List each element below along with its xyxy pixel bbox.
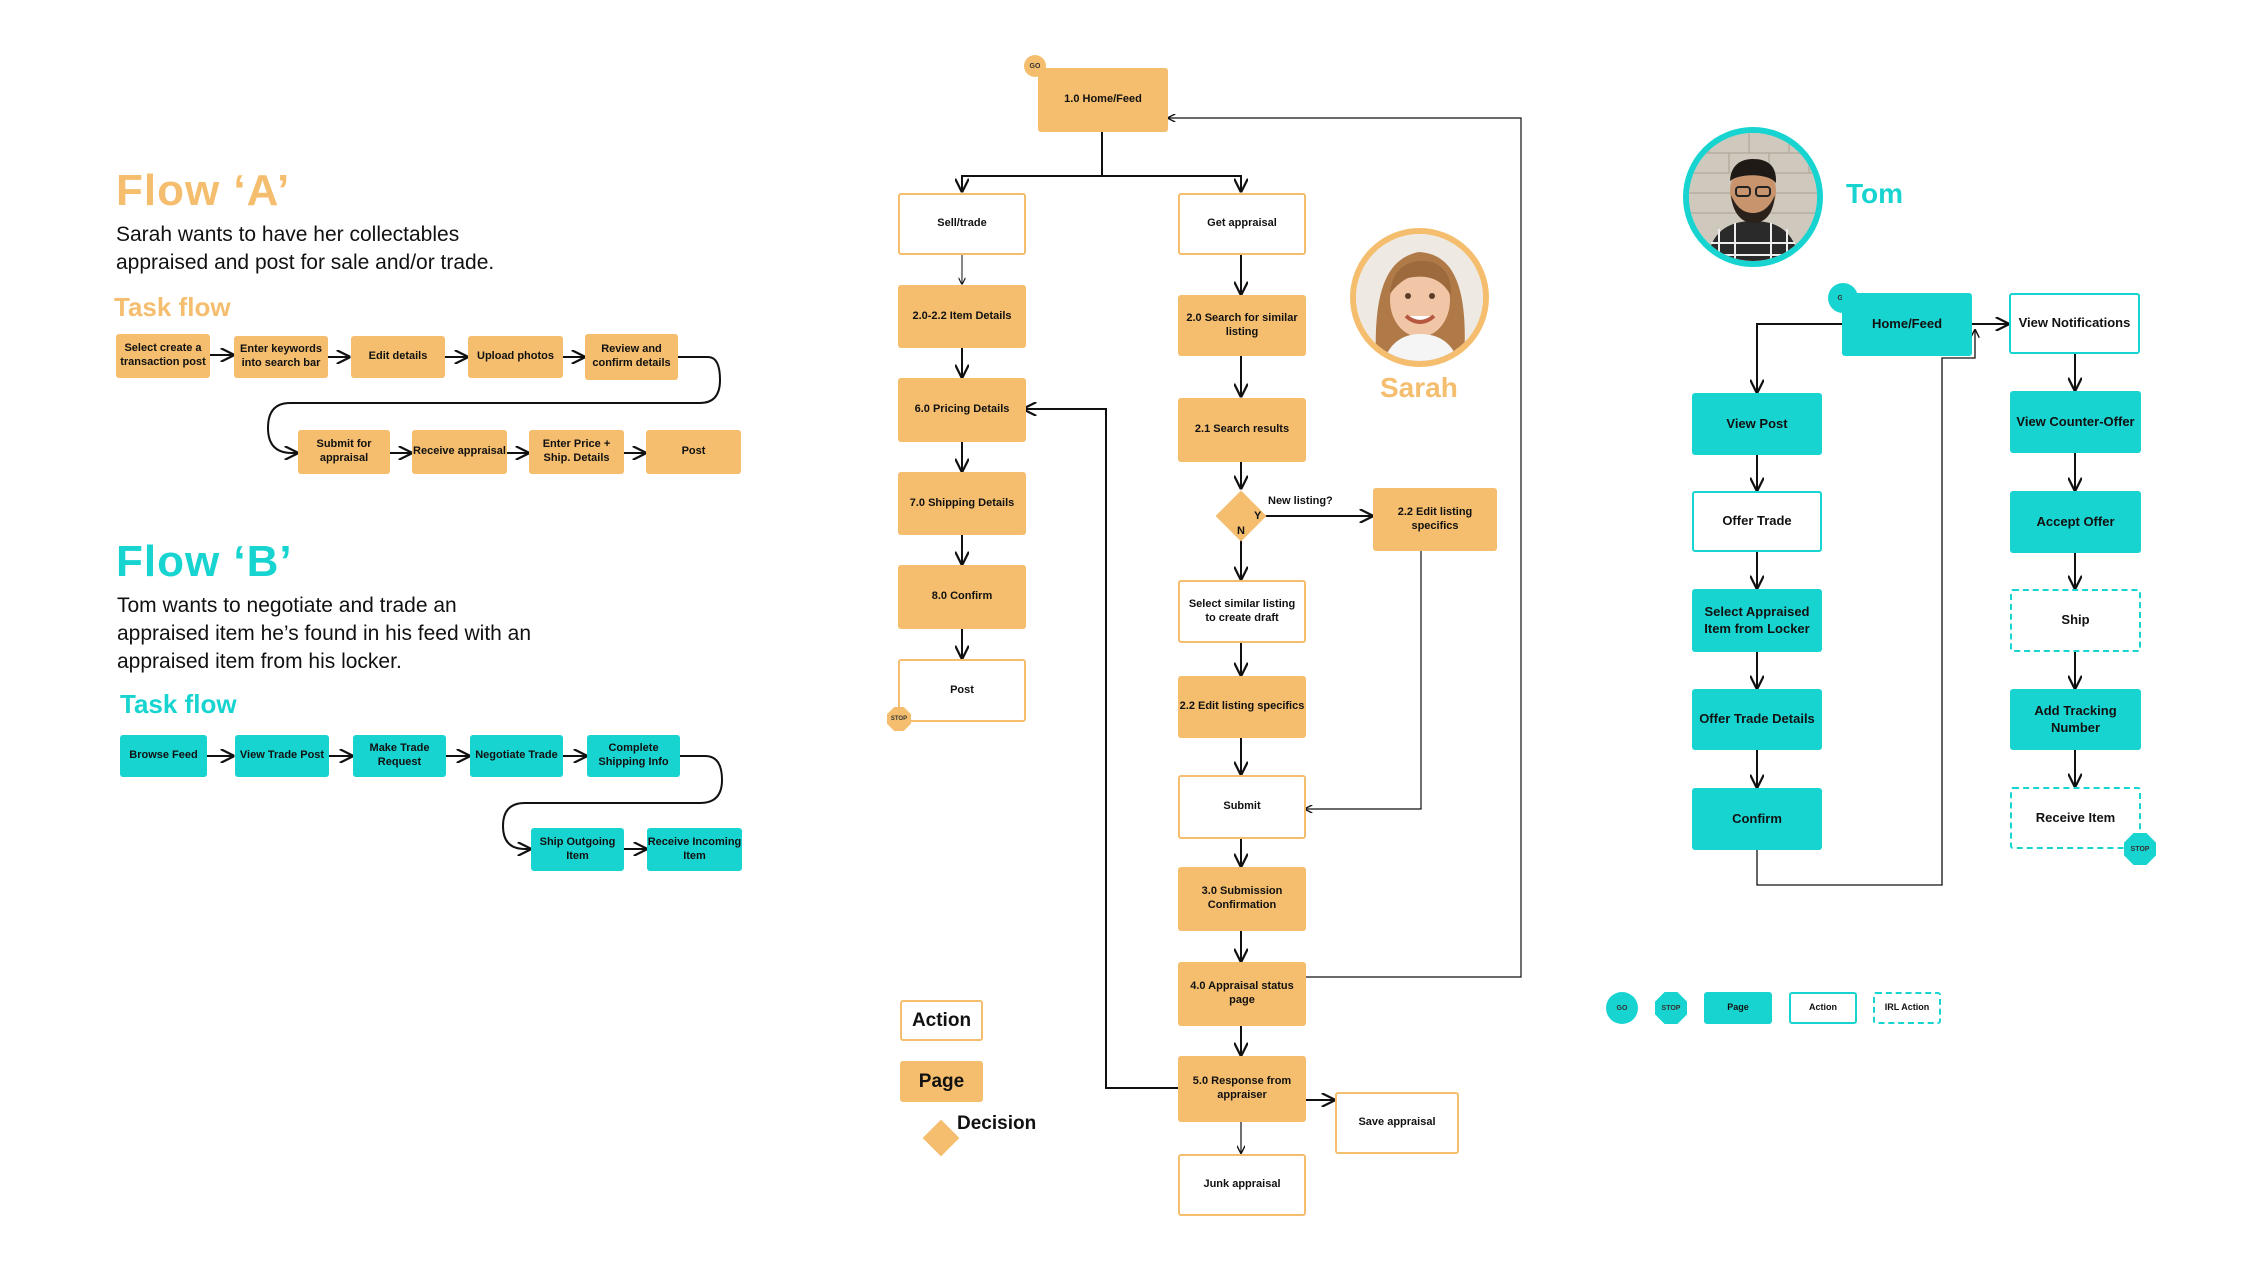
- sarah-search-results[interactable]: 2.1 Search results: [1178, 398, 1306, 462]
- sarah-select-similar[interactable]: Select similar listing to create draft: [1178, 580, 1306, 643]
- sarah-arrows: [962, 118, 1522, 1153]
- legend-decision-label: Decision: [957, 1113, 1037, 1134]
- tom-accept-offer[interactable]: Accept Offer: [2010, 491, 2141, 553]
- flow-a-step-1[interactable]: Select create a transaction post: [116, 334, 210, 378]
- sarah-portrait: [1356, 234, 1483, 361]
- flow-b-step-5[interactable]: Complete Shipping Info: [587, 735, 680, 777]
- sarah-decision-no: N: [1237, 525, 1245, 537]
- tom-receive-item[interactable]: Receive Item: [2010, 787, 2141, 849]
- flow-a-arrows: [210, 355, 722, 453]
- legend-action: Action: [900, 1000, 983, 1041]
- sarah-get-appraisal[interactable]: Get appraisal: [1178, 193, 1306, 255]
- tom-ship[interactable]: Ship: [2010, 589, 2141, 652]
- tom-add-tracking[interactable]: Add Tracking Number: [2010, 689, 2141, 750]
- sarah-post[interactable]: Post: [898, 659, 1026, 722]
- sarah-edit-specifics[interactable]: 2.2 Edit listing specifics: [1178, 676, 1306, 738]
- flow-b-step-6[interactable]: Ship Outgoing Item: [531, 828, 624, 871]
- flow-b-description: Tom wants to negotiate and trade an appr…: [117, 594, 532, 673]
- flow-b-step-7[interactable]: Receive Incoming Item: [647, 828, 742, 871]
- flow-a-step-7[interactable]: Receive appraisal: [412, 430, 507, 474]
- legend-teal-page: Page: [1704, 992, 1772, 1024]
- flow-a-description: Sarah wants to have her collectables app…: [116, 223, 495, 274]
- sarah-home-feed[interactable]: 1.0 Home/Feed: [1038, 68, 1168, 132]
- tom-arrows: [1757, 324, 2075, 886]
- sarah-submission-confirmation[interactable]: 3.0 Submission Confirmation: [1178, 867, 1306, 931]
- tom-view-notifications[interactable]: View Notifications: [2009, 293, 2140, 354]
- sarah-avatar: [1350, 228, 1489, 367]
- sarah-name: Sarah: [1380, 372, 1458, 403]
- tom-view-post[interactable]: View Post: [1692, 393, 1822, 455]
- flow-a-step-5[interactable]: Review and confirm details: [585, 334, 678, 380]
- tom-confirm[interactable]: Confirm: [1692, 788, 1822, 850]
- tom-home-feed[interactable]: Home/Feed: [1842, 293, 1972, 356]
- tom-stop-tag: STOP: [2124, 833, 2156, 865]
- sarah-edit-specifics-right[interactable]: 2.2 Edit listing specifics: [1373, 488, 1497, 551]
- flow-b-step-1[interactable]: Browse Feed: [120, 735, 207, 777]
- sarah-stop-tag: STOP: [887, 707, 911, 731]
- tom-select-appraised[interactable]: Select Appraised Item from Locker: [1692, 589, 1822, 652]
- tom-portrait: [1689, 133, 1817, 261]
- flow-b-taskflow-label: Task flow: [120, 689, 237, 719]
- sarah-submit[interactable]: Submit: [1178, 775, 1306, 839]
- flow-a-step-8[interactable]: Enter Price + Ship. Details: [529, 430, 624, 474]
- legend-go: GO: [1606, 992, 1638, 1024]
- sarah-confirm[interactable]: 8.0 Confirm: [898, 565, 1026, 629]
- legend-stop: STOP: [1655, 992, 1687, 1024]
- flow-a-step-3[interactable]: Edit details: [351, 336, 445, 378]
- legend-page: Page: [900, 1061, 983, 1102]
- sarah-pricing-details[interactable]: 6.0 Pricing Details: [898, 378, 1026, 442]
- sarah-decision-label: New listing?: [1268, 495, 1333, 507]
- flow-b-step-4[interactable]: Negotiate Trade: [470, 735, 563, 777]
- sarah-decision-yes: Y: [1254, 510, 1262, 522]
- sarah-response-appraiser[interactable]: 5.0 Response from appraiser: [1178, 1056, 1306, 1122]
- sarah-junk-appraisal[interactable]: Junk appraisal: [1178, 1154, 1306, 1216]
- flow-b-step-3[interactable]: Make Trade Request: [353, 735, 446, 777]
- flow-b-arrows: [207, 756, 724, 849]
- flow-a-step-4[interactable]: Upload photos: [468, 336, 563, 378]
- tom-offer-trade-details[interactable]: Offer Trade Details: [1692, 689, 1822, 750]
- sarah-item-details[interactable]: 2.0-2.2 Item Details: [898, 285, 1026, 348]
- flow-a-step-6[interactable]: Submit for appraisal: [298, 430, 390, 474]
- sarah-search-similar[interactable]: 2.0 Search for similar listing: [1178, 295, 1306, 356]
- sarah-sell-trade[interactable]: Sell/trade: [898, 193, 1026, 255]
- sarah-save-appraisal[interactable]: Save appraisal: [1335, 1092, 1459, 1154]
- legend-teal-irl-action: IRL Action: [1873, 992, 1941, 1024]
- flow-a-taskflow-label: Task flow: [114, 292, 231, 322]
- flow-b-title: Flow ‘B’: [116, 537, 293, 586]
- tom-view-counter-offer[interactable]: View Counter-Offer: [2010, 391, 2141, 453]
- sarah-appraisal-status[interactable]: 4.0 Appraisal status page: [1178, 962, 1306, 1026]
- tom-avatar: [1683, 127, 1823, 267]
- sarah-shipping-details[interactable]: 7.0 Shipping Details: [898, 472, 1026, 535]
- flow-b-step-2[interactable]: View Trade Post: [235, 735, 329, 777]
- legend-teal-action: Action: [1789, 992, 1857, 1024]
- tom-name: Tom: [1846, 178, 1904, 209]
- flow-a-step-2[interactable]: Enter keywords into search bar: [234, 336, 328, 378]
- tom-offer-trade[interactable]: Offer Trade: [1692, 491, 1822, 552]
- flow-a-title: Flow ‘A’: [116, 166, 291, 215]
- flow-a-step-9[interactable]: Post: [646, 430, 741, 474]
